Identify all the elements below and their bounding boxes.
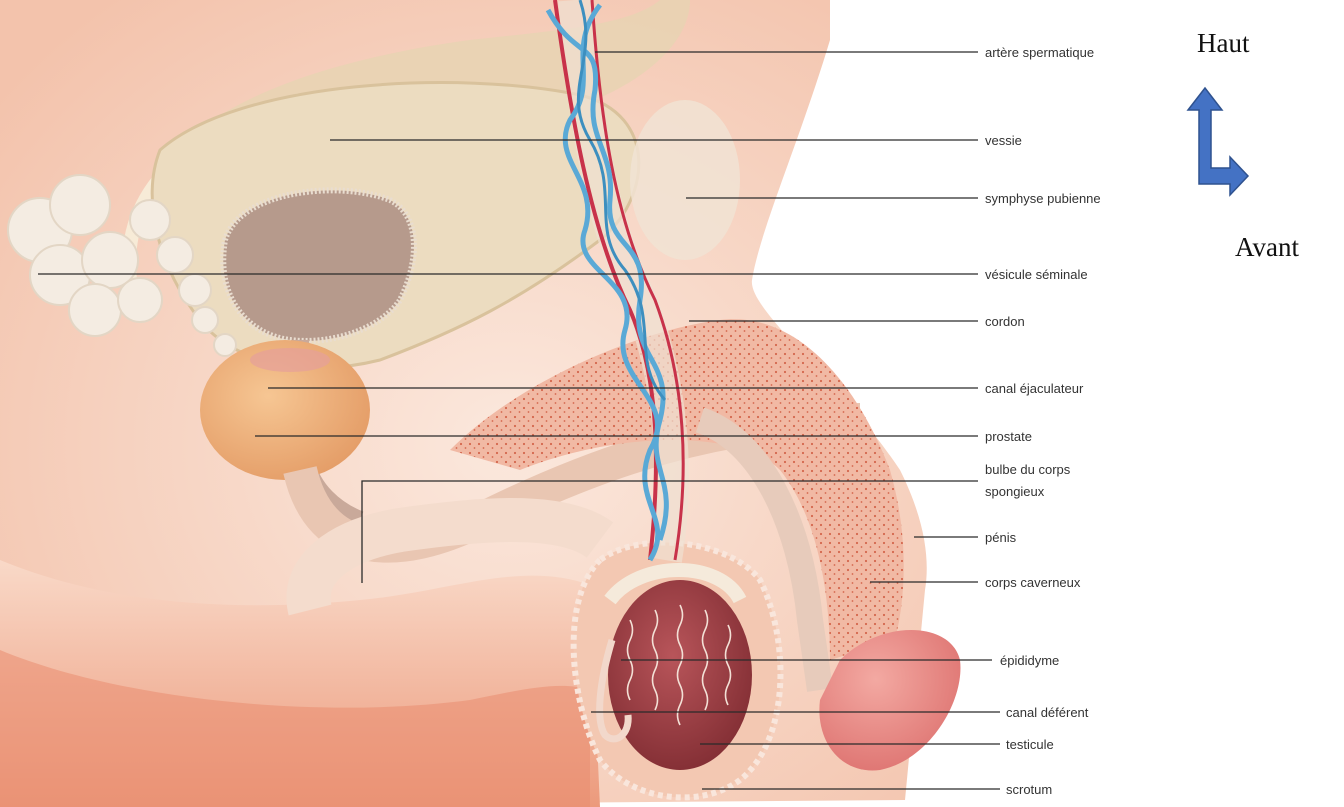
label-scrotum: scrotum <box>1006 782 1052 797</box>
pubic-symphysis <box>630 100 740 260</box>
label-epididyme: épididyme <box>1000 653 1059 668</box>
label-testicule: testicule <box>1006 737 1054 752</box>
label-canal-ejaculateur: canal éjaculateur <box>985 381 1084 396</box>
label-artere-spermatique: artère spermatique <box>985 45 1094 60</box>
orientation-up-label: Haut <box>1197 28 1250 58</box>
orientation-front-label: Avant <box>1235 232 1299 262</box>
label-canal-deferent: canal déférent <box>1006 705 1089 720</box>
label-bulbe-line2: spongieux <box>985 484 1045 499</box>
label-symphyse-pubienne: symphyse pubienne <box>985 191 1101 206</box>
label-vessie: vessie <box>985 133 1022 148</box>
label-bulbe-line1: bulbe du corps <box>985 462 1071 477</box>
label-prostate: prostate <box>985 429 1032 444</box>
label-cordon: cordon <box>985 314 1025 329</box>
label-vesicule-seminale: vésicule séminale <box>985 267 1088 282</box>
labels: artère spermatique vessie symphyse pubie… <box>985 45 1101 797</box>
orientation-indicator: Haut Avant <box>1188 28 1299 262</box>
orientation-arrow-icon <box>1188 88 1248 195</box>
label-penis: pénis <box>985 530 1017 545</box>
label-corps-caverneux: corps caverneux <box>985 575 1081 590</box>
